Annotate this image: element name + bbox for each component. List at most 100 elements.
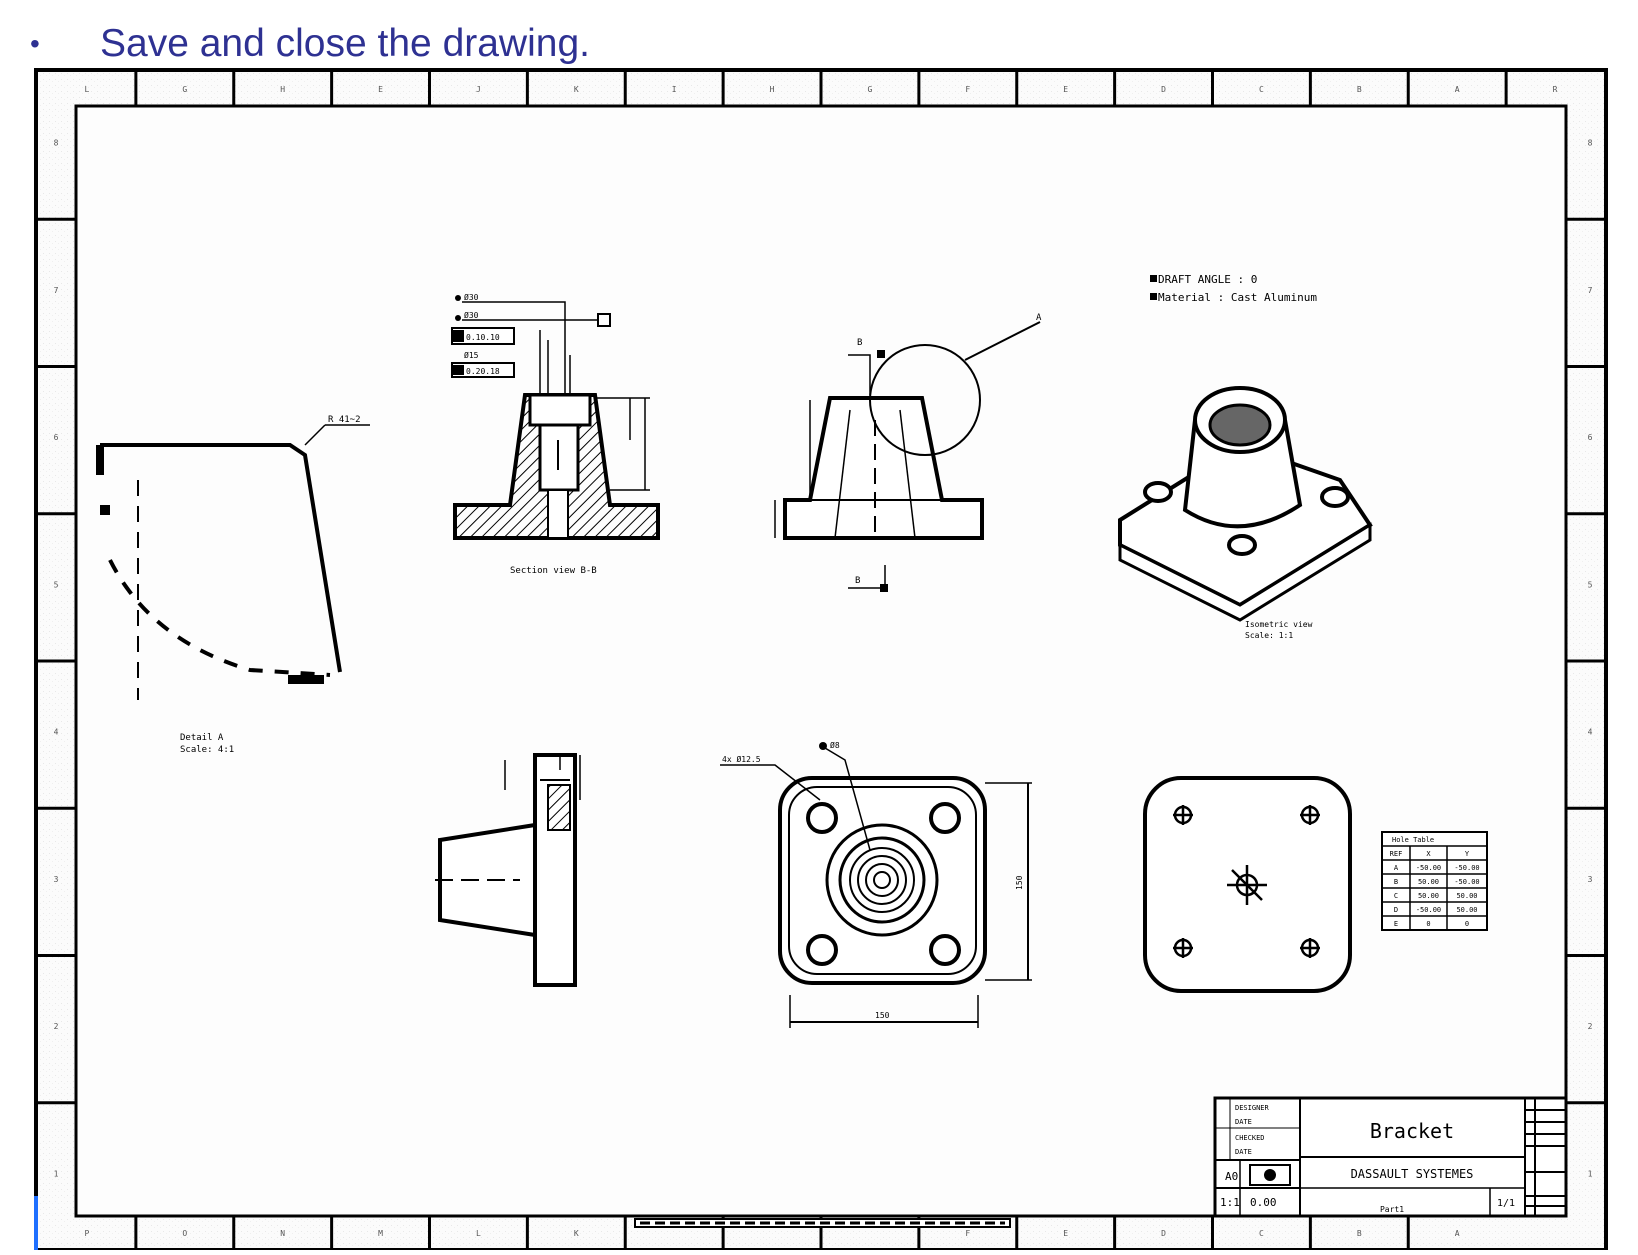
section-dim-1: Ø30 <box>464 292 479 302</box>
tb-weight: 0.00 <box>1250 1196 1277 1209</box>
tb-date-1: DATE <box>1235 1118 1252 1126</box>
hole-table-cell: E <box>1394 920 1398 928</box>
isometric-title: Isometric view <box>1245 620 1313 629</box>
hole-table-title: Hole Table <box>1392 836 1434 844</box>
detail-title: Detail A <box>180 733 224 743</box>
section-dim-4: Ø15 <box>464 350 479 360</box>
section-title: Section view B-B <box>510 566 597 576</box>
top-zone-letter: F <box>965 85 970 94</box>
top-zone-letter: I <box>672 85 677 94</box>
top-zone-letter: E <box>378 85 383 94</box>
bottom-zone-letter: L <box>476 1229 481 1238</box>
bottom-zone-letter: C <box>1259 1229 1264 1238</box>
bottom-zone-letter: D <box>1161 1229 1166 1238</box>
top-zone-letter: G <box>868 85 873 94</box>
hole-table-cell: 50.00 <box>1456 906 1477 914</box>
top-zone-letter: D <box>1161 85 1166 94</box>
hole-table-cell: B <box>1394 878 1398 886</box>
right-zone-number: 1 <box>1588 1169 1593 1178</box>
hole-table-cell: -50.00 <box>1454 878 1479 886</box>
isometric-scale: Scale: 1:1 <box>1245 631 1293 640</box>
title-block: DESIGNER DATE CHECKED DATE A0 1:1 0.00 B… <box>1213 1096 1568 1218</box>
detail-callout: R 41~2 <box>328 415 361 425</box>
left-zone-number: 6 <box>54 433 59 442</box>
right-zone-number: 2 <box>1588 1022 1593 1031</box>
tb-company: DASSAULT SYSTEMES <box>1351 1167 1474 1181</box>
top-zone-letter: K <box>574 85 579 94</box>
top-callout-hole: Ø8 <box>830 740 840 750</box>
right-zone-number: 7 <box>1588 286 1593 295</box>
left-zone-number: 7 <box>54 286 59 295</box>
top-zone-letter: E <box>1063 85 1068 94</box>
hole-table-cell: D <box>1394 906 1398 914</box>
left-zone-number: 3 <box>54 875 59 884</box>
tb-scale: 1:1 <box>1220 1196 1240 1209</box>
tb-date-2: DATE <box>1235 1148 1252 1156</box>
section-dim-5: 0.20.18 <box>466 367 500 376</box>
top-zone-letter: R <box>1553 85 1558 94</box>
side-view <box>435 753 581 987</box>
detail-view-a: R 41~2 Detail A Scale: 4:1 <box>96 415 370 755</box>
left-zone-number: 1 <box>54 1169 59 1178</box>
section-view-bb: Ø30 Ø30 0.10.10 Ø15 0.20.18 Section view… <box>451 292 660 576</box>
hole-table-cell: 50.00 <box>1456 892 1477 900</box>
hole-table-cell: -50.00 <box>1454 864 1479 872</box>
right-zone-number: 4 <box>1588 728 1593 737</box>
hole-table-cell: A <box>1394 864 1399 872</box>
top-zone-letter: J <box>476 85 481 94</box>
top-zone-letter: B <box>1357 85 1362 94</box>
sheet-frame <box>34 68 1608 1252</box>
tb-part-name: Bracket <box>1370 1119 1454 1143</box>
section-dim-2: Ø30 <box>464 310 479 320</box>
tb-designer: DESIGNER <box>1235 1104 1270 1112</box>
top-zone-letter: A <box>1455 85 1460 94</box>
top-zone-letter: H <box>770 85 775 94</box>
left-zone-number: 4 <box>54 728 59 737</box>
bottom-zone-letter: N <box>280 1229 285 1238</box>
hole-table-cell: C <box>1394 892 1398 900</box>
hole-table-cell: 50.00 <box>1418 878 1439 886</box>
tb-sheet: 1/1 <box>1497 1198 1515 1209</box>
centering-bar <box>634 1218 1011 1228</box>
top-dim-width: 150 <box>875 1011 890 1020</box>
right-zone-number: 3 <box>1588 875 1593 884</box>
note-material: Material : Cast Aluminum <box>1158 291 1317 304</box>
front-callout: A <box>1036 313 1042 323</box>
right-zone-number: 6 <box>1588 433 1593 442</box>
detail-scale: Scale: 4:1 <box>180 745 234 755</box>
bottom-zone-letter: B <box>1357 1229 1362 1238</box>
top-zone-letter: L <box>85 85 90 94</box>
drawing-notes: DRAFT ANGLE : 0 Material : Cast Aluminum <box>1150 273 1317 304</box>
hole-table-cell: Y <box>1465 850 1470 858</box>
hole-table-cell: -50.00 <box>1416 864 1441 872</box>
isometric-view: Isometric view Scale: 1:1 <box>1118 386 1373 640</box>
hole-table-cell: -50.00 <box>1416 906 1441 914</box>
bottom-zone-letter: P <box>85 1229 90 1238</box>
front-label-b-top: B <box>857 338 862 348</box>
hole-table-cell: X <box>1426 850 1431 858</box>
hole-table-cell: 0 <box>1465 920 1469 928</box>
cursor-mark <box>34 1196 38 1250</box>
top-callout-holes: 4x Ø12.5 <box>722 754 761 764</box>
bottom-zone-letter: F <box>965 1229 970 1238</box>
tb-checked: CHECKED <box>1235 1134 1265 1142</box>
section-dim-3: 0.10.10 <box>466 333 500 342</box>
instruction-line: • Save and close the drawing. <box>30 18 590 70</box>
bullet-icon: • <box>30 28 40 59</box>
bottom-zone-letter: E <box>1063 1229 1068 1238</box>
left-zone-number: 5 <box>54 580 59 589</box>
hole-table-cell: REF <box>1390 850 1403 858</box>
instruction-text: Save and close the drawing. <box>100 22 590 65</box>
left-zone-number: 8 <box>54 139 59 148</box>
bottom-view <box>1143 776 1352 993</box>
note-draft-angle: DRAFT ANGLE : 0 <box>1158 273 1257 286</box>
tb-size: A0 <box>1225 1170 1238 1183</box>
top-dim-height: 150 <box>1015 875 1024 890</box>
tb-drawing-name: Part1 <box>1380 1205 1404 1214</box>
hole-table-cell: 0 <box>1426 920 1430 928</box>
right-zone-number: 5 <box>1588 580 1593 589</box>
